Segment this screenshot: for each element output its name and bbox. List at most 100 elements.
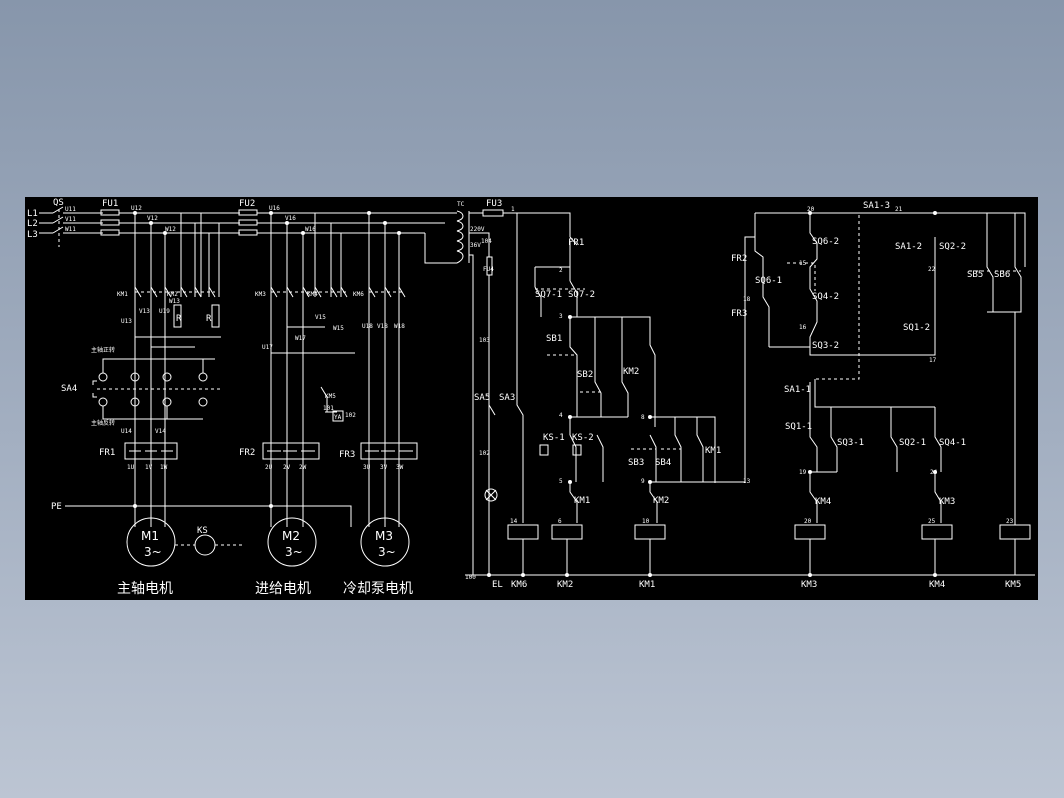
rail-17 [769, 237, 936, 356]
breaker-qs-blades [52, 206, 64, 234]
sa4-wiring [102, 358, 215, 420]
label-KM1c: KM1 [705, 446, 721, 456]
label-wire-18: 18 [743, 296, 751, 303]
transformer-primary [456, 210, 464, 264]
label-SQ2-2: SQ2-2 [939, 242, 966, 252]
label-wire-8: 8 [641, 414, 645, 421]
label-SB4: SB4 [655, 458, 671, 468]
sq6-sq4-sq3-chain [809, 213, 818, 355]
label-KM2i: KM2 [653, 496, 669, 506]
fuse-FU1-b [100, 219, 120, 226]
label-V15: V15 [315, 314, 326, 321]
fuse-FU1-c [100, 229, 120, 236]
branch-km6 [516, 213, 524, 523]
label-1W: 1W [160, 464, 168, 471]
label-SQ4-2: SQ4-2 [812, 292, 839, 302]
label-KM4c: KM4 [929, 580, 945, 590]
label-U11: U11 [65, 206, 76, 213]
m3-phase-verticals [368, 213, 400, 527]
label-wire-21: 21 [895, 206, 903, 213]
label-wire-25: 25 [928, 518, 936, 525]
label-R2: R [206, 314, 212, 324]
label-U14: U14 [121, 428, 132, 435]
relay-FR3 [360, 442, 418, 460]
fuse-FU3 [482, 209, 504, 217]
phase-wires-b [119, 212, 240, 234]
label-wire-17: 17 [929, 357, 937, 364]
label-V16: V16 [285, 215, 296, 222]
label-SA1-3: SA1-3 [863, 201, 890, 211]
label-M2: M2 [282, 529, 300, 543]
label-W16: W16 [305, 226, 316, 233]
label-QS: QS [53, 198, 64, 208]
label-2U: 2U [265, 464, 273, 471]
label-M2-phase: 3~ [285, 545, 303, 559]
control-supply [469, 212, 571, 575]
coil-KM3 [794, 524, 826, 540]
label-KM6: KM6 [353, 291, 364, 298]
label-104: 104 [481, 238, 492, 245]
label-SA5: SA5 [474, 393, 490, 403]
m2-cross-bus [271, 326, 355, 354]
solenoid-YA [332, 410, 344, 422]
label-V18: V18 [377, 323, 388, 330]
resistor-bus [135, 336, 221, 348]
transformer-feed [424, 212, 457, 264]
label-W12: W12 [165, 226, 176, 233]
label-FU1: FU1 [102, 199, 118, 209]
label-SB5: SB5 [967, 270, 983, 280]
label-FU2: FU2 [239, 199, 255, 209]
label-36V: 36V [470, 242, 481, 249]
resistor-R1 [173, 304, 182, 328]
label-102: 102 [345, 412, 356, 419]
feed-contacts [649, 417, 704, 482]
phase-wires-a [63, 212, 103, 234]
switch-SQ7-2 [569, 280, 578, 317]
label-FU3: FU3 [486, 199, 502, 209]
label-KM1i: KM1 [574, 496, 590, 506]
m1-reverse-verticals [180, 213, 220, 297]
label-wire-19: 19 [799, 469, 807, 476]
label-L2: L2 [27, 219, 38, 229]
label-FR1b: FR1 [568, 238, 584, 248]
label-R1: R [176, 314, 182, 324]
fuse-FU2-a [238, 209, 258, 216]
label-SB6: SB6 [994, 270, 1010, 280]
coil-KM2 [551, 524, 583, 540]
fuse-FU1-a [100, 209, 120, 216]
label-SQ6-2: SQ6-2 [812, 237, 839, 247]
pe-bus [65, 505, 352, 527]
coil-KM4 [921, 524, 953, 540]
m1-phase-verticals [134, 213, 166, 527]
label-KM4i: KM4 [815, 497, 831, 507]
label-2W: 2W [299, 464, 307, 471]
label-wire-23: 23 [1006, 518, 1014, 525]
label-FR1: FR1 [99, 448, 115, 458]
resistor-R2 [211, 304, 220, 328]
label-SA1-1: SA1-1 [784, 385, 811, 395]
label-100: 100 [465, 574, 476, 581]
label-SQ1-2: SQ1-2 [903, 323, 930, 333]
label-U18: U18 [362, 323, 373, 330]
label-1U: 1U [127, 464, 135, 471]
label-KM6b: KM6 [511, 580, 527, 590]
label-wire-20b: 20 [804, 518, 812, 525]
relay-FR1 [124, 442, 178, 460]
label-W15: W15 [333, 325, 344, 332]
label-SQ7-2: SQ7-2 [568, 290, 595, 300]
label-KM2: KM2 [167, 291, 178, 298]
label-3U: 3U [363, 464, 371, 471]
label-wire-10: 10 [642, 518, 650, 525]
label-L3: L3 [27, 230, 38, 240]
label-U13: U13 [121, 318, 132, 325]
label-wire-20: 20 [807, 206, 815, 213]
label-14: 14 [510, 518, 518, 525]
label-wire-2: 2 [559, 267, 563, 274]
label-M1-phase: 3~ [144, 545, 162, 559]
relay-FR2 [262, 442, 320, 460]
fr2-fr3-contacts [754, 213, 770, 347]
label-3W: 3W [396, 464, 404, 471]
incoming-lines [39, 212, 53, 234]
label-M3-phase: 3~ [378, 545, 396, 559]
m2-phase-verticals [270, 213, 342, 527]
